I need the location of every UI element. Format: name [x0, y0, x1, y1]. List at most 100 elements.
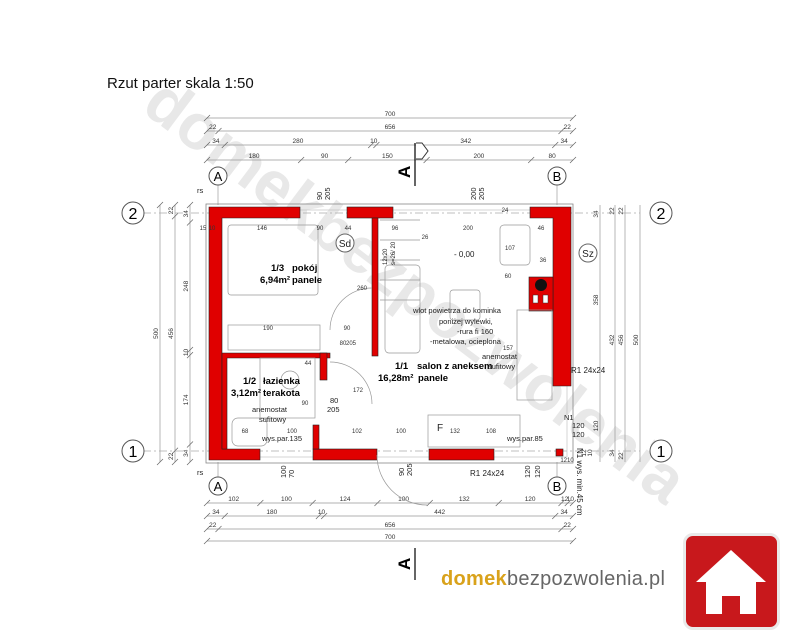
dimension-tick [203, 141, 211, 149]
dimension-label: 200 [473, 153, 484, 160]
dimension-tick [171, 213, 179, 220]
dimension-tick [203, 525, 211, 533]
dimension-label: 34 [560, 138, 568, 145]
brand-part-1: domek [441, 568, 507, 590]
dimension-label: 34 [593, 210, 600, 218]
dimension-label: 342 [460, 138, 471, 145]
dimension-tick [558, 499, 565, 507]
dimension-tick [203, 512, 211, 520]
svg-text:pokój: pokój [292, 263, 317, 274]
dimension-label: 22 [564, 124, 572, 131]
chimney-flue [535, 279, 547, 291]
dimension-label: 248 [183, 280, 190, 291]
dimension-label: 656 [385, 124, 396, 131]
dimension-label: 700 [385, 534, 396, 541]
svg-text:anemostat: anemostat [482, 352, 518, 361]
inner-dimension-label: 205 [346, 341, 357, 347]
dimension-label: 280 [293, 138, 304, 145]
svg-text:anemostat: anemostat [252, 405, 288, 414]
brand-name[interactable]: domekbezpozwolenia.pl [441, 568, 665, 591]
inner-dimension-label: 10 [209, 226, 216, 232]
dimension-label: 100 [281, 496, 292, 503]
svg-text:- 0,00: - 0,00 [454, 250, 475, 259]
svg-text:12x20: 12x20 [383, 248, 389, 265]
dimension-tick [186, 458, 194, 466]
sofa [384, 264, 421, 354]
dimension-label: 120 [525, 496, 536, 503]
dimension-tick [423, 156, 430, 164]
inner-dimension-label: 107 [505, 246, 516, 252]
dimension-label: 22 [618, 207, 625, 215]
dimension-tick [203, 499, 211, 507]
svg-text:120: 120 [572, 421, 585, 430]
svg-text:205: 205 [405, 463, 414, 476]
axis-marker-2-right: 2 [649, 201, 673, 225]
dimension-tick [203, 127, 211, 135]
inner-dimension-label: 46 [538, 226, 545, 232]
svg-text:wys.par.135: wys.par.135 [261, 434, 302, 443]
dimension-label: 10 [318, 509, 326, 516]
section-marker-top: A [395, 142, 429, 186]
dimension-label: 442 [434, 509, 445, 516]
svg-text:salon z aneksem: salon z aneksem [417, 361, 493, 372]
dimension-tick [558, 525, 565, 533]
svg-text:205: 205 [477, 187, 486, 200]
svg-text:A: A [395, 558, 414, 570]
dimension-tick [569, 537, 577, 545]
svg-text:wlot powietrza do kominka: wlot powietrza do kominka [412, 306, 502, 315]
dimension-tick [527, 156, 535, 164]
dimension-tick [564, 499, 572, 507]
dimension-label: 358 [593, 294, 600, 305]
svg-text:N1: N1 [564, 413, 574, 422]
dimension-tick [257, 499, 264, 507]
building [205, 203, 574, 506]
home-logo[interactable] [683, 533, 780, 630]
dimension-tick [156, 201, 164, 209]
dimension-label: 500 [633, 334, 640, 345]
dimension-tick [569, 141, 577, 149]
svg-text:90: 90 [397, 468, 406, 476]
dimension-tick [551, 512, 559, 520]
inner-dimension-label: 146 [257, 226, 268, 232]
dimension-label: 22 [618, 452, 625, 460]
inner-dimension-label: 44 [345, 226, 352, 232]
armchair [499, 224, 531, 266]
dimension-label: 120 [593, 420, 600, 431]
svg-text:1/1: 1/1 [395, 361, 409, 372]
svg-text:6,94m²: 6,94m² [260, 275, 290, 286]
inner-dimension-label: 90 [317, 226, 324, 232]
dimension-label: 432 [609, 334, 616, 345]
dimension-label: 10 [567, 496, 575, 503]
dimension-label: 34 [560, 509, 568, 516]
dimension-label: 80 [548, 153, 556, 160]
dimension-label: 22 [609, 207, 616, 215]
dimension-tick [344, 156, 352, 164]
dimension-tick [569, 127, 577, 135]
svg-text:1: 1 [657, 444, 666, 461]
svg-text:s=26/ 20: s=26/ 20 [391, 241, 397, 265]
svg-text:wys.par.85: wys.par.85 [506, 434, 543, 443]
dimension-label: 456 [168, 328, 175, 339]
dimension-label: 12 [581, 449, 588, 457]
dimension-tick [203, 156, 211, 164]
svg-text:rs: rs [197, 468, 203, 477]
svg-text:N1 wys. min.45 cm: N1 wys. min.45 cm [575, 448, 584, 516]
svg-text:B: B [553, 479, 562, 494]
dimension-tick [374, 499, 381, 507]
dimension-label: 22 [209, 522, 217, 529]
svg-text:R1 24x24: R1 24x24 [571, 366, 606, 375]
dimension-label: 700 [385, 111, 396, 118]
dimension-tick [569, 512, 577, 520]
dimension-label: 34 [183, 210, 190, 218]
dimension-tick [551, 141, 559, 149]
dimension-tick [569, 156, 577, 164]
dimension-tick [186, 351, 194, 359]
dimension-label: 34 [212, 509, 220, 516]
inner-dimension-label: 80 [340, 341, 347, 347]
svg-text:200: 200 [469, 187, 478, 200]
svg-text:120: 120 [572, 430, 585, 439]
svg-text:A: A [214, 479, 223, 494]
inner-dimension-label: 108 [486, 429, 497, 435]
